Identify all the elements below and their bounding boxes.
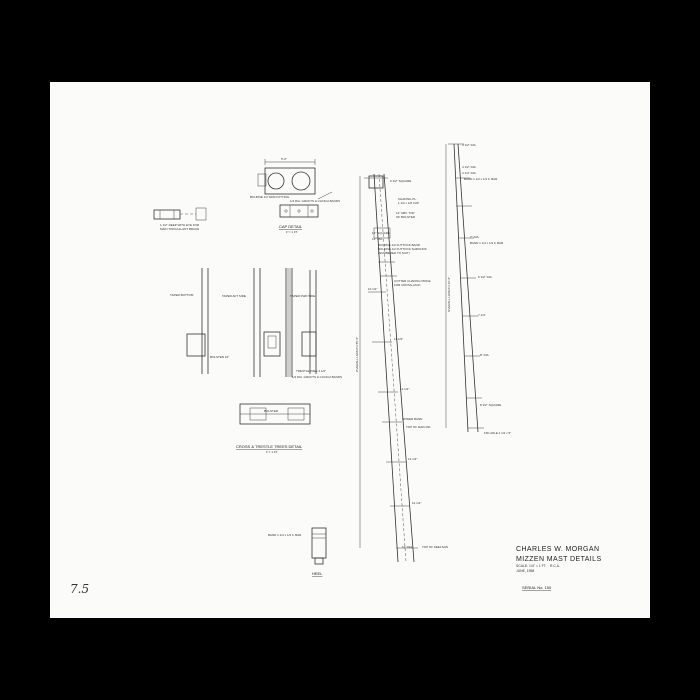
taper-aft-label: TAPER AFT SIDE (222, 294, 246, 298)
mizzen-cotter-label: COTTER CHAFING PRICE (394, 279, 431, 283)
trestle-detail-scale: 1"= 1 FT. (266, 450, 278, 454)
mast-drawing: 5'-0" BOURNE 1/2 SPAN FITTING 1/4 DIA. G… (70, 143, 602, 596)
mizzen-keelson-label: TOP OF KEELSON (422, 545, 448, 549)
heel-detail: BAND 1 1/4 x 1/2 F. BAR HEEL (268, 527, 327, 576)
cap-plan-outline (264, 167, 316, 195)
mizzen-top-bolster-2: OF BOLSTER (396, 215, 416, 219)
heel-band-label: BAND 1 1/4 x 1/2 F. BAR (268, 533, 302, 537)
topmast-dia-2: 4 1/4" DIA. (462, 171, 477, 175)
cap-topmast-hole (291, 171, 311, 191)
cap-detail: 5'-0" BOURNE 1/2 SPAN FITTING 1/4 DIA. G… (250, 157, 340, 234)
mizzen-chafing-label-2: 1 1/2 x 1/8 CUP (398, 201, 419, 205)
cap-side-detail: 1 1/2" DEEP WITH EYE FOR MAIN TOPGALLANT… (153, 207, 207, 231)
title-line-2: MIZZEN MAST DETAILS (516, 556, 602, 563)
mizzen-dia-5: 12 1/2" (412, 501, 421, 505)
mizzen-mast: OVERALL LENGTH 55'-6" 6 1/2" SQUARE CHAF… (355, 173, 448, 563)
title-scale: SCALE: 1/4" = 1 FT. (516, 564, 546, 568)
bolster-label: BOLSTER (264, 409, 279, 413)
cap-elevation (279, 204, 319, 218)
cap-depth-note-2: MAIN TOPGALLANT BRACE (160, 227, 199, 231)
mizzen-square-12: 12" SQUARE (372, 231, 390, 235)
taper-fwd-label: TAPER FWD SIDE (290, 294, 315, 298)
topmast-overall-length: OVERALL LENGTH 36'-6" (447, 277, 451, 312)
cap-eye-fitting (257, 173, 267, 187)
title-line-1: CHARLES W. MORGAN (516, 546, 599, 553)
topmast-dia-6: 8" DIA. (480, 353, 490, 357)
mizzen-overall-length: OVERALL LENGTH 55'-6" (355, 337, 359, 372)
topmast-dia-3: 7" DIA. (470, 235, 480, 239)
mizzen-futtock-label-3: (NUMBERED TO SUIT) (378, 251, 410, 255)
topmast-dia-1: 4 1/2" DIA. (462, 165, 477, 169)
serial-number: SERIAL No. 150 (522, 585, 552, 590)
mizzen-cotter-label-2: FOR CROSS-JACK (394, 283, 421, 287)
title-block: CHARLES W. MORGAN MIZZEN MAST DETAILS SC… (516, 546, 602, 590)
taper-bottom-label: TAPER BOTTOM (170, 293, 194, 297)
topmast-square: 8 1/2" SQUARE (480, 403, 501, 407)
mizzen-spider-band: SPIDER BAND (402, 417, 423, 421)
cap-lower-mast-hole (267, 172, 285, 190)
title-initials: R.C.A. (550, 564, 560, 568)
mizzen-dia-1: 10 1/2" (368, 287, 377, 291)
heel-title: HEEL (312, 571, 323, 576)
cap-detail-title: CAP DETAIL (279, 224, 303, 229)
mizzen-dia-label: 13" DIA. (372, 237, 383, 241)
cap-depth-note: 1 1/2" DEEP WITH EYE FOR (160, 223, 200, 227)
cap-bands-note: 1/4 DIA. GRUFTS & CLINCH BANDS (290, 199, 340, 203)
cap-width-label: 5'-0" (281, 157, 287, 161)
trestletree-label: TRESTLETREE 4 1/2" (296, 369, 326, 373)
mizzen-square-label: 6 1/2" SQUARE (390, 179, 411, 183)
drawing-sheet: 5'-0" BOURNE 1/2 SPAN FITTING 1/4 DIA. G… (50, 82, 650, 618)
topmast-band: BAND 1 1/2 x 1/4 F. BAR (464, 177, 498, 181)
bolster-dim-label: BOLSTER 16" (210, 355, 229, 359)
topmast-fid-hole: FID HOLE 2 1/2 x 5" (484, 431, 511, 435)
trestle-bands-label: 1/4 DIA. GRUFTS & CLINCH BANDS (292, 375, 342, 379)
topmast-dia-4: 6 1/2" DIA. (478, 275, 493, 279)
trestle-detail-title: CROSS & TRESTLE TREES DETAIL (236, 444, 303, 449)
mizzen-futtock-label: BOURNE 1/2 FUTTOCK BAND (378, 243, 421, 247)
mizzen-dia-3: 12 1/2" (400, 387, 409, 391)
cap-detail-scale: 1"= 1 FT. (286, 230, 298, 234)
mizzen-top-bolster: 12" ABV. TOP (396, 211, 415, 215)
sheet-number: 7.5 (70, 582, 89, 596)
mizzen-dia-4: 13 1/2" (408, 457, 417, 461)
topmast: OVERALL LENGTH 36'-6" 4 1/2" DIA. 4 1/2"… (445, 143, 511, 435)
topmast-dia-5: 7 1/4" (478, 313, 486, 317)
mizzen-chafing-label: CHAFING PL. (398, 197, 417, 201)
cap-bridle-note: BOURNE 1/2 SPAN FITTING (250, 195, 290, 199)
topmast-top-dia: 4 1/2" DIA. (462, 143, 477, 147)
mizzen-dia-6: 12" DIA. (402, 545, 413, 549)
mizzen-top-deck: TOP OF MAIN DK. (406, 425, 431, 429)
mizzen-dia-2: 11 1/2" (394, 337, 403, 341)
mizzen-futtock-label-2: BOURNE 1/2 FUTTOCK SHROUDS (378, 247, 427, 251)
title-date: JUNE, 1958 (516, 569, 534, 573)
topmast-band-2: BAND 1 1/4 x 1/2 F. BAR (470, 241, 504, 245)
trestle-detail: TAPER BOTTOM BOLSTER 16" TAPER AFT SIDE … (170, 268, 342, 454)
